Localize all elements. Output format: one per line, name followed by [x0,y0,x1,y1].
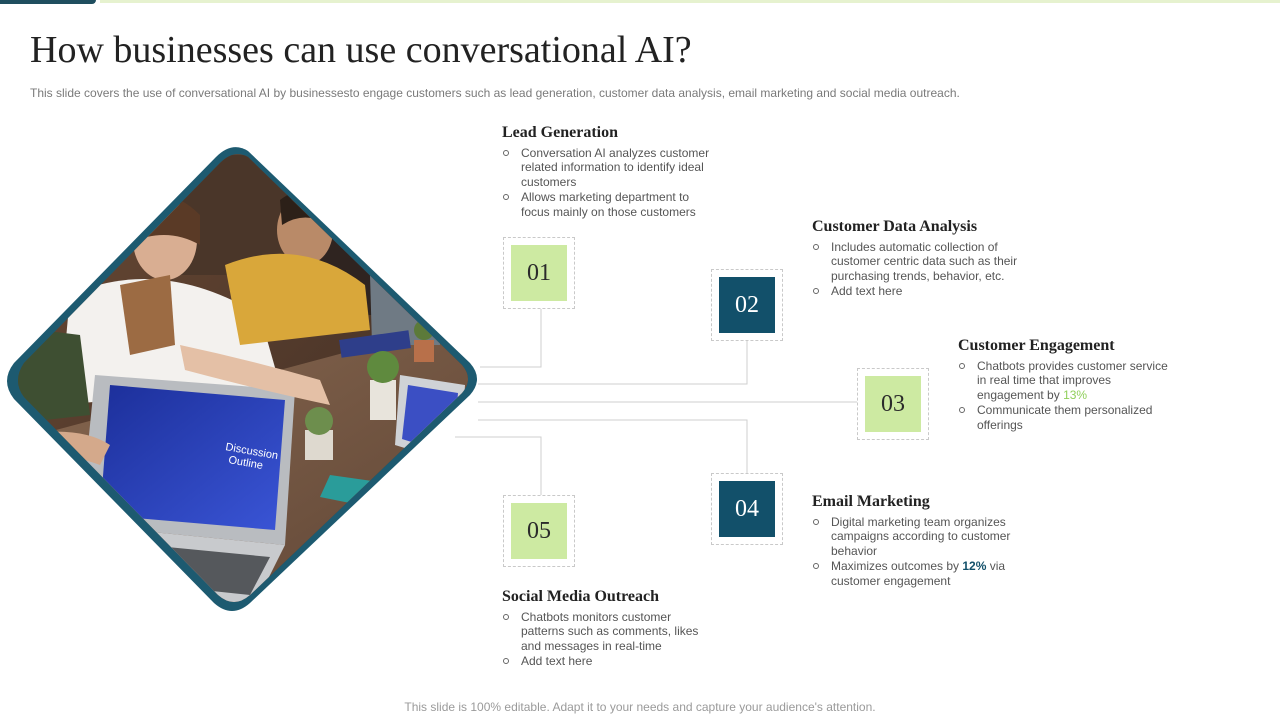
step-04-badge: 04 [711,473,783,545]
bullet-text-end: via customer engagement [831,559,1006,588]
social-media-outreach-block: Social Media Outreach Chatbots monitors … [502,588,712,669]
list-item: Add text here [502,654,712,668]
lead-generation-block: Lead Generation Conversation AI analyzes… [502,124,717,219]
top-accent-tab [0,0,96,4]
lead-generation-title: Lead Generation [502,124,618,141]
team-meeting-photo: Discussion Outline [0,145,485,620]
list-item: Digital marketing team organizes campaig… [812,515,1017,558]
outcomes-percent: 12% [962,559,987,574]
list-item: Chatbots monitors customer patterns such… [502,610,712,653]
list-item: Add text here [812,284,1027,298]
slide-title: How businesses can use conversational AI… [30,29,692,71]
step-03-badge: 03 [857,368,929,440]
customer-data-analysis-title: Customer Data Analysis [812,218,978,235]
slide-footer: This slide is 100% editable. Adapt it to… [404,700,876,714]
step-02-badge: 02 [711,269,783,341]
list-item: Includes automatic collection of custome… [812,240,1027,283]
list-item: Communicate them personalized offerings [958,403,1176,432]
customer-data-analysis-bullets: Includes automatic collection of custome… [812,240,1027,299]
list-item: Conversation AI analyzes customer relate… [502,146,717,189]
bullet-text: Chatbots provides customer service in re… [977,359,1168,402]
step-05-badge: 05 [503,495,575,567]
slide-subtitle: This slide covers the use of conversatio… [30,86,960,100]
email-marketing-block: Email Marketing Digital marketing team o… [812,493,1017,588]
laptop-screen-text-line2: Outline [227,454,263,472]
email-marketing-bullets: Digital marketing team organizes campaig… [812,515,1017,588]
engagement-percent: 13% [1063,387,1088,402]
step-05-number: 05 [511,503,567,559]
customer-engagement-bullets: Chatbots provides customer service in re… [958,359,1176,432]
step-03-number: 03 [865,376,921,432]
customer-data-analysis-block: Customer Data Analysis Includes automati… [812,218,1027,299]
social-media-outreach-bullets: Chatbots monitors customer patterns such… [502,610,712,669]
step-01-number: 01 [511,245,567,301]
lead-generation-bullets: Conversation AI analyzes customer relate… [502,146,717,219]
customer-engagement-block: Customer Engagement Chatbots provides cu… [958,337,1176,432]
social-media-outreach-title: Social Media Outreach [502,588,660,605]
step-04-number: 04 [719,481,775,537]
list-item: Maximizes outcomes by 12% via customer e… [812,559,1017,588]
list-item: Chatbots provides customer service in re… [958,359,1176,402]
customer-engagement-title: Customer Engagement [958,337,1115,354]
step-01-badge: 01 [503,237,575,309]
top-accent-line [100,0,1280,3]
step-02-number: 02 [719,277,775,333]
email-marketing-title: Email Marketing [812,493,930,510]
bullet-text: Maximizes outcomes by [831,559,963,574]
list-item: Allows marketing department to focus mai… [502,190,717,219]
